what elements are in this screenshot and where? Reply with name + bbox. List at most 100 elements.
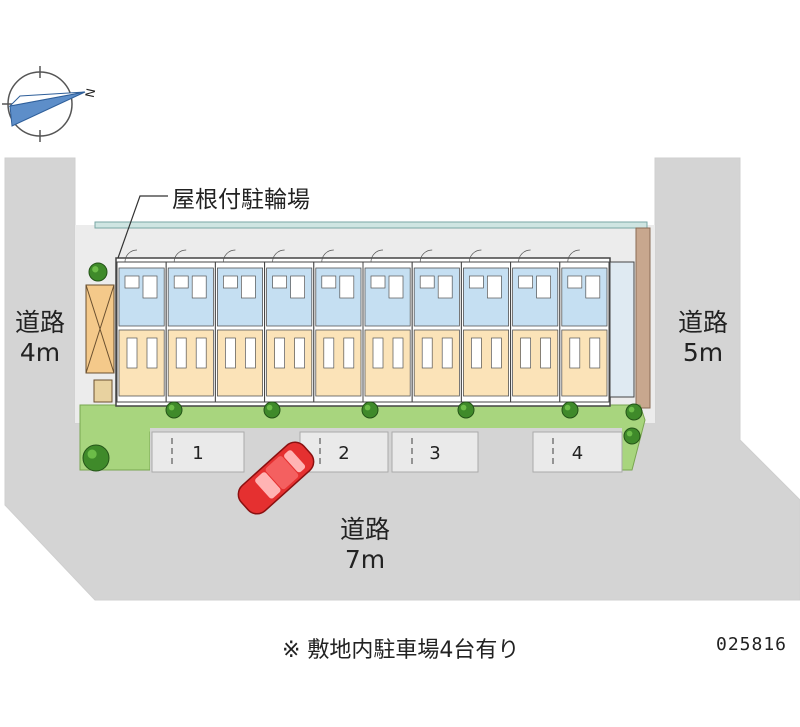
unit-room: [364, 329, 411, 397]
tree-highlight: [364, 404, 371, 411]
unit: [214, 249, 266, 403]
unit: [165, 249, 216, 403]
unit-kitchen: [469, 275, 484, 289]
unit-kitchen: [419, 275, 435, 289]
tree-canopy: [263, 401, 281, 419]
tree: [361, 401, 379, 419]
unit-room: [315, 329, 362, 397]
unit-room: [413, 329, 460, 397]
parking-slot-number: 3: [429, 443, 440, 464]
unit-room: [216, 329, 263, 397]
unit-room: [462, 329, 509, 397]
unit-room: [561, 329, 608, 397]
tree: [623, 427, 641, 445]
unit-closet: [589, 337, 601, 369]
unit-closet: [372, 337, 384, 369]
tree-canopy: [625, 403, 643, 421]
parking-footnote: ※ 敷地内駐車場4台有り: [282, 638, 520, 663]
fence: [94, 221, 648, 229]
unit-kitchen: [272, 275, 287, 289]
unit-door-swing: [419, 249, 433, 263]
parking-slot-box: [532, 431, 623, 473]
unit-door-swing: [124, 249, 138, 263]
tree-highlight: [266, 404, 273, 411]
tree-highlight: [564, 404, 571, 411]
trees: [82, 262, 643, 472]
apartment-units: [116, 249, 610, 403]
unit-door-swing: [272, 249, 285, 263]
east-road-label: 道路 5m: [668, 308, 738, 368]
unit-closet: [245, 337, 256, 369]
tree-canopy: [361, 401, 379, 419]
tree-highlight: [628, 406, 635, 413]
unit-closet: [225, 337, 236, 369]
parking-slot-box: [391, 431, 479, 473]
unit-closet: [569, 337, 581, 369]
tree: [625, 403, 643, 421]
south-road-width: 7m: [344, 545, 386, 574]
unit-bath: [339, 275, 355, 299]
east-road-width: 5m: [682, 338, 724, 367]
east-road-name: 道路: [677, 308, 728, 337]
tree-canopy: [88, 262, 108, 282]
south-road-name: 道路: [339, 515, 390, 544]
shed-roof-line: [85, 284, 115, 374]
east-wall: [635, 227, 651, 409]
unit-kitchen: [173, 275, 189, 289]
unit-closet: [471, 337, 482, 369]
unit-bath: [191, 275, 207, 299]
unit: [460, 249, 512, 403]
unit-bath: [437, 275, 453, 299]
west-road-label: 道路 4m: [8, 308, 72, 368]
tree: [263, 401, 281, 419]
unit-bath: [585, 275, 601, 299]
tree-canopy: [165, 401, 183, 419]
unit: [264, 249, 315, 403]
unit-bath: [290, 275, 305, 299]
unit-kitchen: [370, 275, 386, 289]
south-road-label: 道路 7m: [330, 515, 400, 575]
unit-closet: [421, 337, 433, 369]
tree-canopy: [457, 401, 475, 419]
unit-door-swing: [173, 249, 187, 263]
unit-closet: [520, 337, 531, 369]
unit-closet: [294, 337, 305, 369]
parking-slot-number: 2: [338, 443, 349, 464]
car-windshield: [255, 472, 281, 499]
unit-bath: [241, 275, 256, 299]
car-roof: [265, 456, 299, 490]
unit-closet: [441, 337, 453, 369]
unit: [559, 249, 610, 403]
unit-bath: [142, 275, 158, 299]
tree: [88, 262, 108, 282]
unit-bath: [487, 275, 502, 299]
unit-closet: [274, 337, 285, 369]
unit-kitchen: [223, 275, 238, 289]
tree: [165, 401, 183, 419]
tree-highlight: [92, 266, 99, 273]
unit-room: [118, 329, 165, 397]
west-road-width: 4m: [19, 338, 61, 367]
property-code: 025816: [716, 634, 788, 655]
unit: [116, 249, 167, 403]
unit-room: [512, 329, 559, 397]
unit-kitchen: [518, 275, 533, 289]
unit-door-swing: [469, 249, 482, 263]
tree-highlight: [87, 449, 97, 459]
car: [237, 441, 315, 515]
unit-room: [266, 329, 313, 397]
unit-door-swing: [567, 249, 580, 263]
unit-closet: [126, 337, 138, 369]
tree: [82, 444, 110, 472]
tree-canopy: [82, 444, 110, 472]
tree: [457, 401, 475, 419]
unit-kitchen: [124, 275, 140, 289]
unit: [362, 249, 413, 403]
unit: [313, 249, 364, 403]
parking-slot-box: [151, 431, 245, 473]
compass-needle-light: [8, 91, 86, 107]
tree-canopy: [623, 427, 641, 445]
